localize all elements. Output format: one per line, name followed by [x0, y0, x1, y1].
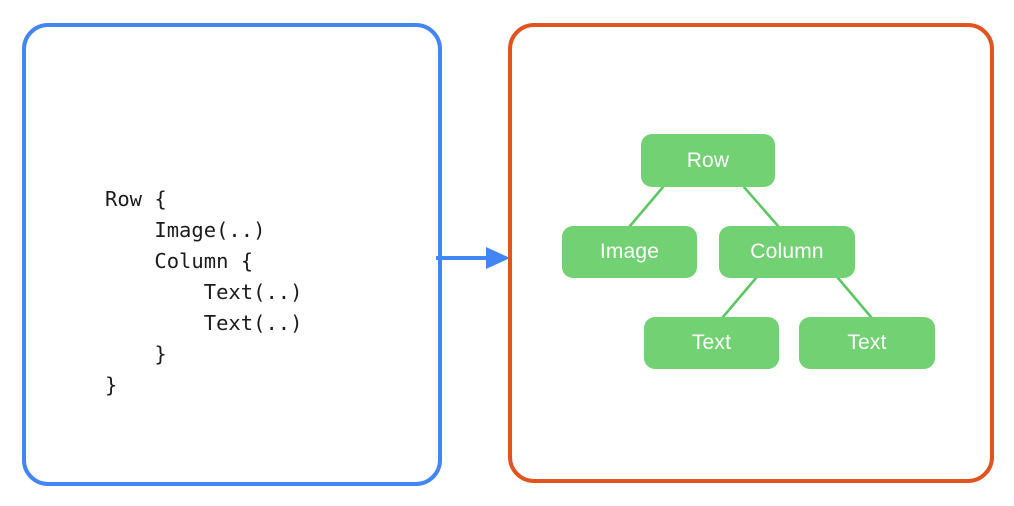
tree-node-text-1[interactable]: Text [644, 317, 779, 369]
tree-node-image[interactable]: Image [562, 226, 697, 278]
code-panel: Row { Image(..) Column { Text(..) Text(.… [22, 23, 442, 486]
tree-node-column[interactable]: Column [719, 226, 855, 278]
tree-node-row[interactable]: Row [641, 134, 775, 187]
tree-node-text-2[interactable]: Text [799, 317, 935, 369]
source-code-block: Row { Image(..) Column { Text(..) Text(.… [105, 187, 303, 397]
flow-arrow-icon [436, 247, 510, 269]
